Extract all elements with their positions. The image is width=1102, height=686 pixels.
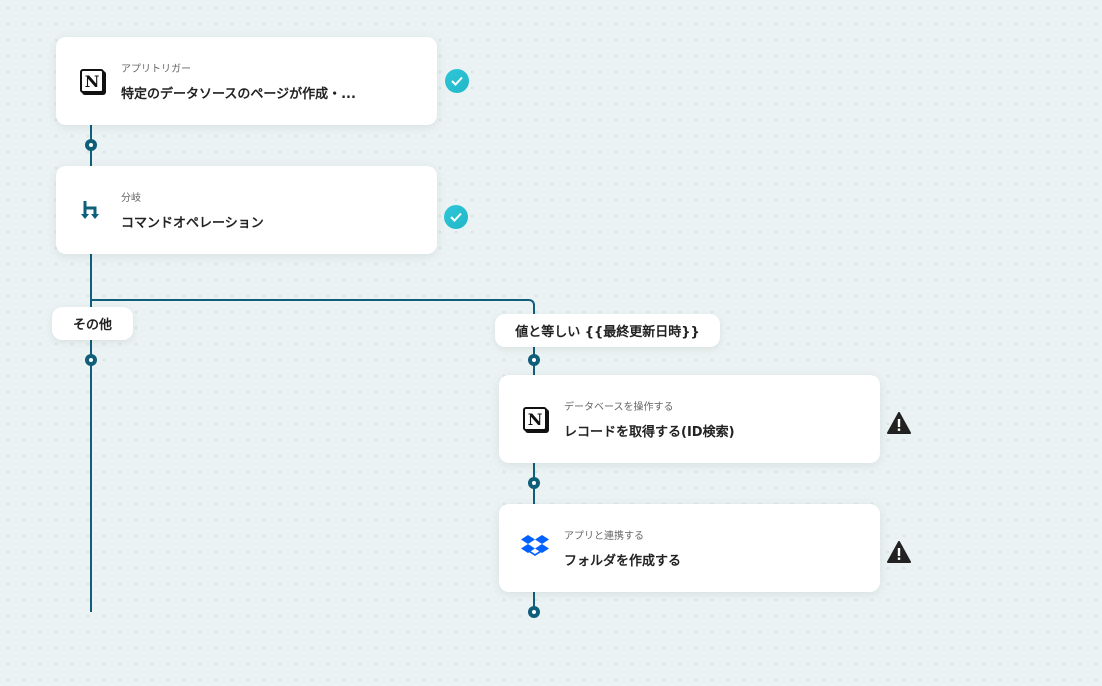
step-label: 分岐	[121, 193, 141, 204]
notion-icon: N	[520, 404, 550, 434]
flow-step-trigger[interactable]: N アプリトリガー 特定のデータソースのページが作成・...	[56, 37, 437, 125]
warning-icon	[887, 412, 911, 438]
add-step-node[interactable]	[85, 139, 97, 151]
add-step-node[interactable]	[528, 606, 540, 618]
branch-corner	[526, 299, 535, 308]
check-icon	[445, 69, 469, 93]
add-step-node[interactable]	[85, 354, 97, 366]
add-step-node[interactable]	[528, 354, 540, 366]
flow-step-branch[interactable]: 分岐 コマンドオペレーション	[56, 166, 437, 254]
branch-condition-label[interactable]: 値と等しい {{最終更新日時}}	[495, 314, 720, 347]
warning-icon	[887, 541, 911, 567]
step-title: レコードを取得する(ID検索)	[564, 425, 735, 440]
flow-step-create-folder[interactable]: アプリと連携する フォルダを作成する	[499, 504, 880, 592]
connector-line	[90, 124, 92, 612]
step-title: フォルダを作成する	[564, 554, 682, 569]
step-label: アプリと連携する	[564, 531, 644, 542]
branch-icon	[77, 195, 107, 225]
notion-icon: N	[77, 66, 107, 96]
flow-step-get-record[interactable]: N データベースを操作する レコードを取得する(ID検索)	[499, 375, 880, 463]
step-label: データベースを操作する	[564, 402, 674, 413]
add-step-node[interactable]	[528, 477, 540, 489]
step-label: アプリトリガー	[121, 64, 191, 75]
dropbox-icon	[520, 533, 550, 563]
check-icon	[444, 205, 468, 229]
step-title: 特定のデータソースのページが作成・...	[121, 87, 356, 102]
branch-other-label[interactable]: その他	[52, 307, 133, 340]
step-title: コマンドオペレーション	[121, 216, 264, 231]
branch-connector	[90, 299, 529, 301]
